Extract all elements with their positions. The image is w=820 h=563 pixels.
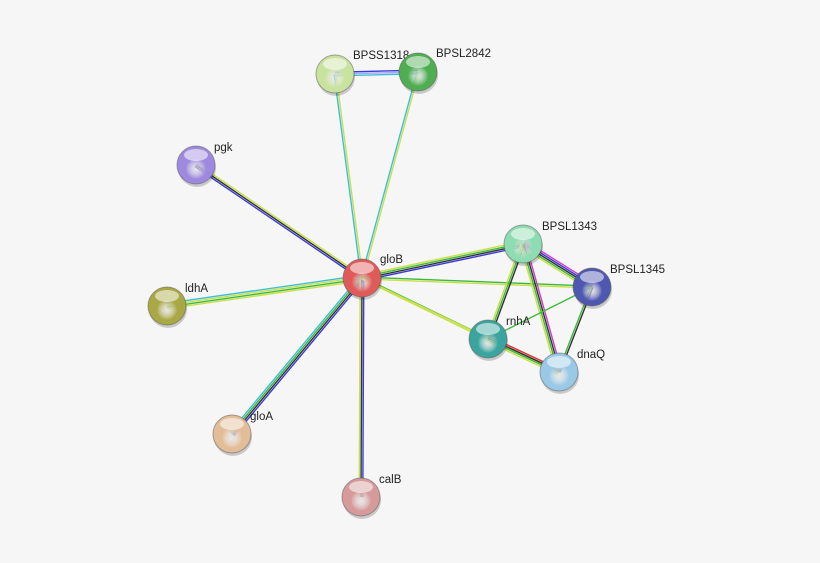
edge-evidence-line <box>233 279 365 437</box>
edge-evidence-line <box>361 242 523 278</box>
edge-evidence-line <box>362 278 365 498</box>
node-label: calB <box>379 474 402 486</box>
edge-evidence-line <box>166 276 362 306</box>
node-BPSL2842[interactable]: BPSL2842 <box>398 48 491 94</box>
edge-gloB-ldhA[interactable] <box>166 274 363 310</box>
edge-evidence-line <box>361 278 488 341</box>
edge-evidence-line <box>229 275 361 433</box>
edge-evidence-line <box>196 162 364 278</box>
edge-evidence-line <box>361 278 592 289</box>
edge-evidence-line <box>519 244 558 373</box>
edge-evidence-line <box>523 243 561 372</box>
edge-evidence-line <box>166 274 362 305</box>
edge-evidence-line <box>524 243 563 372</box>
edge-evidence-line <box>333 74 362 279</box>
edge-evidence-line <box>335 73 364 278</box>
edge-evidence-line <box>362 72 420 279</box>
node-label: ldhA <box>185 283 208 295</box>
node-gloB[interactable]: gloB <box>342 254 403 300</box>
edge-evidence-line <box>360 71 418 278</box>
node-rnhA[interactable]: rnhA <box>468 316 531 361</box>
node-highlight <box>323 58 347 70</box>
node-highlight <box>349 481 373 493</box>
edge-evidence-line <box>362 245 524 282</box>
node-calB[interactable]: calB <box>341 474 402 519</box>
node-highlight <box>476 323 500 335</box>
edge-evidence-line <box>521 244 559 373</box>
edge-gloB-BPSL1345[interactable] <box>361 276 593 289</box>
node-ldhA[interactable]: ldhA <box>147 283 208 328</box>
node-label: rnhA <box>506 316 531 328</box>
node-highlight <box>184 149 208 161</box>
node-highlight <box>220 418 244 430</box>
node-label: BPSL1345 <box>610 264 665 276</box>
node-highlight <box>511 228 535 240</box>
node-highlight <box>155 290 179 302</box>
edge-gloB-BPSL2842[interactable] <box>360 71 420 279</box>
node-label: BPSL1343 <box>542 221 597 233</box>
edge-gloB-BPSL1343[interactable] <box>361 240 524 282</box>
edge-evidence-line <box>195 164 363 279</box>
node-BPSS1318[interactable]: BPSS1318 <box>315 50 409 96</box>
node-label: pgk <box>214 142 233 154</box>
node-highlight <box>350 262 374 274</box>
node-highlight <box>547 356 571 368</box>
edge-evidence-line <box>194 165 362 281</box>
edge-gloB-pgk[interactable] <box>194 162 364 281</box>
node-label: BPSL2842 <box>436 48 491 60</box>
edge-evidence-line <box>358 277 361 497</box>
node-label: gloB <box>380 254 403 266</box>
node-highlight <box>406 56 430 68</box>
node-label: gloA <box>250 411 273 423</box>
node-label: dnaQ <box>577 349 605 361</box>
edge-evidence-line <box>362 244 524 280</box>
node-highlight <box>580 271 604 283</box>
edge-evidence-line <box>360 277 363 498</box>
edge-gloB-gloA[interactable] <box>229 275 365 437</box>
edge-evidence-line <box>362 276 593 287</box>
edge-BPSL1343-dnaQ[interactable] <box>519 243 563 373</box>
node-BPSL1343[interactable]: BPSL1343 <box>503 221 597 266</box>
node-dnaQ[interactable]: dnaQ <box>539 349 605 394</box>
edge-evidence-line <box>232 278 364 436</box>
node-label: BPSS1318 <box>353 50 409 62</box>
node-pgk[interactable]: pgk <box>176 142 233 187</box>
edge-gloB-calB[interactable] <box>358 277 365 498</box>
node-BPSL1345[interactable]: BPSL1345 <box>572 264 665 309</box>
edge-gloB-BPSS1318[interactable] <box>333 73 364 279</box>
node-gloA[interactable]: gloA <box>212 411 273 456</box>
edge-evidence-line <box>230 276 362 434</box>
edge-evidence-line <box>167 279 363 310</box>
edge-evidence-line <box>361 240 523 277</box>
edge-evidence-line <box>167 278 363 308</box>
